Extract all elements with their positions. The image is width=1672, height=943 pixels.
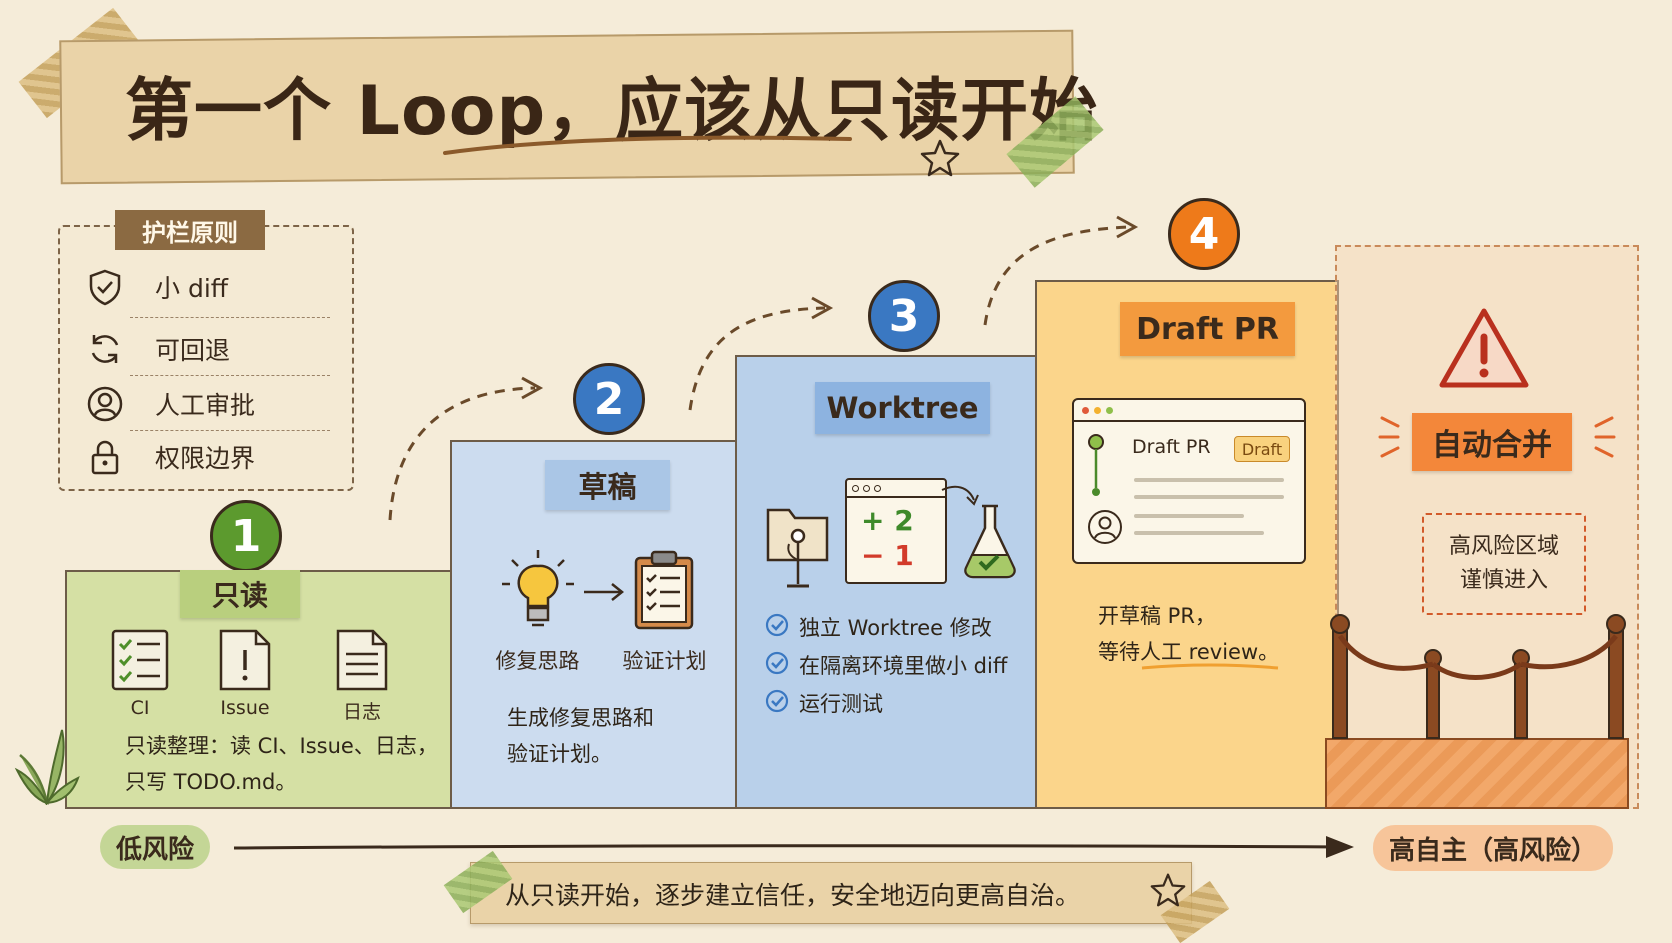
alert-rays-right [1594,416,1616,458]
step-2-number: 2 [573,363,645,435]
person-icon [85,384,125,424]
footer-text: 从只读开始，逐步建立信任，安全地迈向更高自治。 [505,881,1081,910]
check-item: 独立 Worktree 修改 [765,608,1035,646]
title-underline [443,135,852,155]
folder-branch-icon [765,500,831,596]
step-1-desc-line2: 只写 TODO.md。 [125,770,297,794]
diff-window: + 2 − 1 [845,478,947,584]
placeholder-line [1134,514,1244,518]
warning-icon [1439,308,1529,388]
guardrail-item-permission: 权限边界 [85,432,335,482]
refresh-icon [85,329,125,369]
auto-merge-label: 自动合并 [1412,413,1572,471]
divider [130,317,330,318]
alert-rays-left [1378,416,1400,458]
check-item: 在隔离环境里做小 diff [765,646,1035,684]
step-2-desc-line1: 生成修复思路和 [507,706,654,730]
guardrails-panel: 小 diff 可回退 人工审批 权限边界 [58,225,354,491]
draft-badge: Draft [1234,436,1290,462]
checklist-icon [110,628,170,696]
shield-check-icon [85,267,125,307]
step-1-desc: 只读整理：读 CI、Issue、日志， 只写 TODO.md。 [125,728,450,800]
fix-idea-label: 修复思路 [495,649,580,673]
check-circle-icon [765,651,789,680]
step-4-label: Draft PR [1120,302,1295,356]
step-4-desc-line2: 等待人工 review。 [1098,640,1280,664]
step-2-desc-line2: 验证计划。 [507,742,612,766]
progress-arrow-2 [688,296,834,411]
star-icon [920,139,960,177]
check-label: 在隔离环境里做小 diff [799,654,1008,678]
issue-doc-icon [218,628,272,696]
verify-plan-label: 验证计划 [622,649,707,673]
git-branch-icon [1088,434,1104,496]
step-2-label: 草稿 [545,460,670,510]
lightbulb-icon [500,548,576,636]
step-4-number: 4 [1168,198,1240,270]
test-flask-icon [960,500,1020,584]
diff-removed: − 1 [861,539,914,572]
step-1-label: 只读 [180,570,300,618]
ci-label: CI [130,697,150,719]
step-1-number: 1 [210,500,282,572]
step-3-label: Worktree [815,382,990,434]
step-2-desc: 生成修复思路和 验证计划。 [507,700,727,772]
draft-pr-window: Draft PR Draft [1072,398,1306,564]
guardrail-label: 可回退 [155,336,231,365]
high-risk-line2: 谨慎进入 [1459,568,1548,593]
risk-axis-arrow [233,836,1354,858]
guardrail-item-small-diff: 小 diff [85,262,335,312]
check-label: 运行测试 [799,692,883,716]
window-titlebar [1074,400,1304,422]
log-doc-icon [335,628,389,696]
step-3-number: 3 [868,280,940,352]
divider [130,375,330,376]
review-underline [1141,663,1279,670]
curved-arrow-icon [941,485,979,506]
step-1-desc-line1: 只读整理：读 CI、Issue、日志， [125,734,438,758]
guardrail-item-rollback: 可回退 [85,324,335,374]
high-autonomy-pill: 高自主（高风险） [1373,825,1613,871]
check-label: 独立 Worktree 修改 [799,616,992,640]
check-item: 运行测试 [765,684,1035,722]
guardrail-item-approval: 人工审批 [85,379,335,429]
plant-icon [14,729,80,805]
wooden-platform [1325,738,1629,809]
pr-title: Draft PR [1132,436,1211,458]
progress-arrow-3 [983,215,1139,326]
guardrail-label: 人工审批 [155,391,256,420]
clipboard-icon [632,548,696,636]
high-risk-line1: 高风险区域 [1448,534,1559,559]
check-circle-icon [765,613,789,642]
guardrails-header: 护栏原则 [115,210,265,250]
placeholder-line [1134,478,1284,482]
guardrail-label: 权限边界 [155,444,256,473]
placeholder-line [1134,495,1284,499]
footer-star-icon [1150,873,1186,907]
placeholder-line [1134,531,1264,535]
rope-barrier-icon [1330,614,1626,739]
step-4-desc: 开草稿 PR， 等待人工 review。 [1098,598,1328,670]
step-4-desc-line1: 开草稿 PR， [1098,604,1216,628]
step-3-checks: 独立 Worktree 修改 在隔离环境里做小 diff 运行测试 [765,608,1035,722]
progress-arrow-1 [388,376,544,521]
high-risk-note: 高风险区域 谨慎进入 [1422,513,1586,615]
guardrail-label: 小 diff [155,274,228,303]
issue-label: Issue [220,697,270,719]
diff-added: + 2 [861,504,914,537]
window-titlebar [847,480,945,498]
reviewer-avatar-icon [1088,510,1122,544]
arrow-right-icon [584,583,625,601]
lock-icon [85,437,125,477]
low-risk-pill: 低风险 [100,825,210,869]
log-label: 日志 [342,701,381,723]
divider [130,430,330,431]
check-circle-icon [765,689,789,718]
